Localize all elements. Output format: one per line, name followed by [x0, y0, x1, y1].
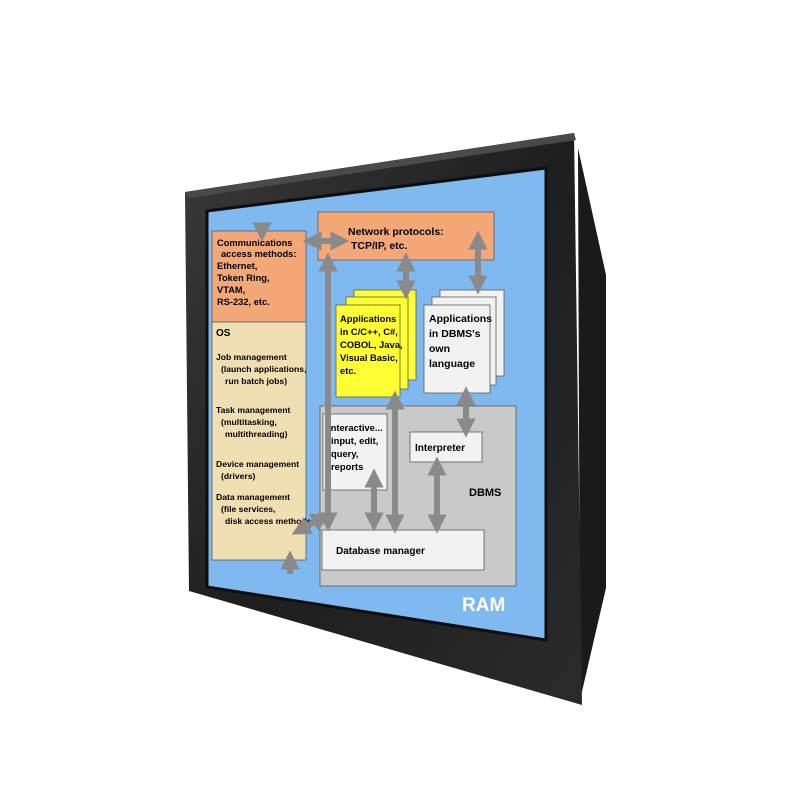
- network-line-2: TCP/IP, etc.: [351, 240, 407, 252]
- os-job-1: Job management: [216, 352, 287, 362]
- os-data-1: Data management: [216, 492, 290, 502]
- os-job-3: run batch jobs): [225, 376, 287, 386]
- network-line-1: Network protocols:: [348, 226, 444, 238]
- screen-edge: [205, 166, 548, 642]
- connector-arrows: [252, 222, 488, 574]
- apps-box: [335, 304, 401, 398]
- apps-line-2: in C/C++, C#,: [340, 326, 398, 337]
- communications-box: [211, 230, 307, 323]
- apps-line-1: Applications: [340, 313, 396, 324]
- os-device-2: (drivers): [221, 471, 256, 481]
- comm-item-ethernet: Ethernet,: [217, 261, 257, 271]
- os-job-2: (launch applications,: [221, 364, 306, 374]
- apps-line-3: COBOL, Java,: [340, 339, 403, 350]
- comm-item-token-ring: Token Ring,: [217, 273, 270, 283]
- os-task-1: Task management: [216, 405, 290, 415]
- interpreter-label: Interpreter: [415, 443, 465, 454]
- ram-label: RAM: [462, 595, 505, 616]
- os-box: [211, 321, 307, 561]
- dbms-apps-line-1: Applications: [429, 313, 492, 325]
- interactive-line-4: reports: [331, 461, 363, 472]
- interactive-line-1: Interactive...: [328, 422, 383, 433]
- os-data-3: disk access methods): [225, 516, 314, 526]
- dbms-label: DBMS: [469, 487, 501, 499]
- os-task-3: multithreading): [225, 429, 288, 439]
- dbms-apps-line-4: language: [429, 358, 475, 370]
- dbms-apps-line-3: own: [429, 343, 450, 355]
- database-manager-box: [321, 529, 485, 571]
- dbms-apps-box: [423, 304, 491, 394]
- comm-item-rs232: RS-232, etc.: [217, 297, 270, 307]
- screen: Communications access methods: Ethernet,…: [207, 168, 546, 640]
- os-task-2: (multitasking,: [221, 417, 277, 427]
- os-device-1: Device management: [216, 459, 299, 469]
- interactive-line-2: input, edit,: [331, 435, 378, 446]
- apps-line-4: Visual Basic,: [340, 352, 398, 363]
- comm-title-1: Communications: [217, 238, 292, 248]
- arrow-os-dbmanager: [291, 513, 331, 535]
- interactive-line-3: query,: [331, 448, 358, 459]
- comm-item-vtam: VTAM,: [217, 285, 245, 295]
- os-data-2: (file services,: [221, 504, 275, 514]
- database-manager-label: Database manager: [336, 546, 425, 557]
- comm-title-2: access methods:: [221, 249, 296, 259]
- os-title: OS: [216, 328, 231, 339]
- dbms-apps-line-2: in DBMS's: [429, 328, 481, 340]
- monitor-side-panel: [578, 148, 606, 700]
- apps-line-5: etc.: [340, 365, 356, 376]
- monitor-bezel-highlight: [185, 133, 576, 198]
